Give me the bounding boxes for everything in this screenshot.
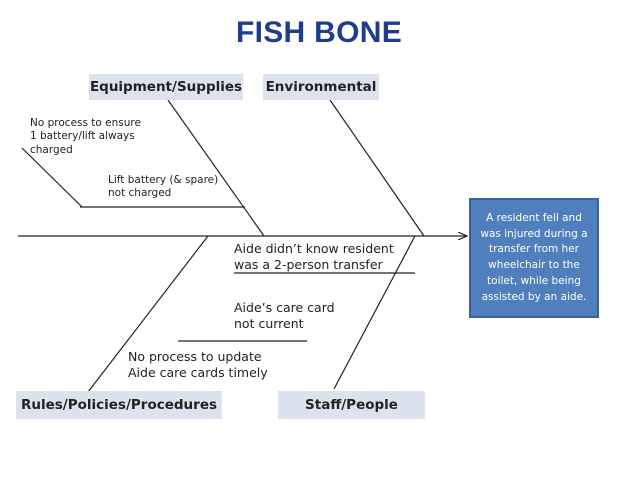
category-staff-people: Staff/People	[278, 391, 425, 419]
effect-box: A resident fell and was injured during a…	[469, 198, 599, 318]
cause-lift-battery: Lift battery (& spare) not charged	[108, 174, 219, 200]
bone-staff	[333, 235, 416, 390]
category-rules-policies-procedures: Rules/Policies/Procedures	[16, 391, 222, 419]
page-title: FISH BONE	[235, 16, 403, 49]
cause-no-process-battery: No process to ensure 1 battery/lift alwa…	[30, 117, 141, 156]
bone-equipment	[167, 99, 265, 237]
cause-aide-didnt-know: Aide didn’t know resident was a 2-person…	[234, 241, 394, 272]
cause-care-card: Aide’s care card not current	[234, 300, 335, 331]
category-equipment-supplies: Equipment/Supplies	[89, 74, 243, 100]
bone-environmental	[329, 99, 425, 237]
bone-rules	[87, 235, 209, 393]
cause-no-process-update: No process to update Aide care cards tim…	[128, 349, 268, 380]
category-environmental: Environmental	[263, 74, 379, 100]
sub-bone-battery-process	[21, 147, 83, 208]
